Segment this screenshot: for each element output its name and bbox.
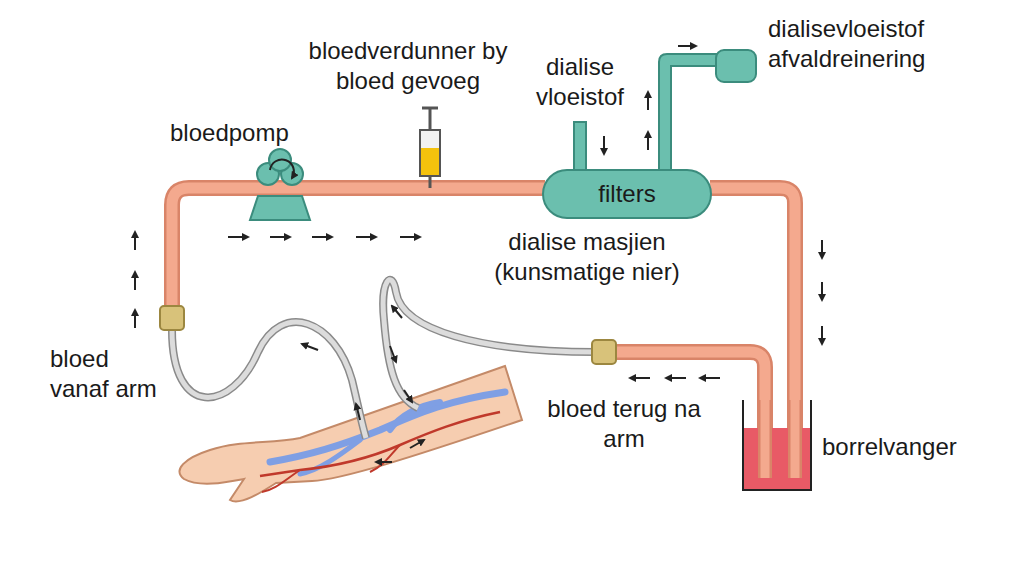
part-label: bloedpomp — [170, 118, 320, 148]
part-label: dialisevloeistof afvaldreinering — [768, 14, 1008, 74]
artery — [260, 412, 500, 476]
bubble-trap — [743, 400, 811, 490]
part-label: bloed terug na arm — [524, 394, 724, 454]
tube-connector — [160, 306, 184, 330]
part-label: dialise masjien (kunsmatige nier) — [452, 227, 722, 287]
filter-unit: filters — [542, 169, 712, 219]
tube-connector — [592, 340, 616, 364]
artery — [262, 470, 300, 492]
vein — [270, 392, 505, 462]
part-label: borrelvanger — [822, 432, 992, 462]
part-label: bloed vanaf arm — [50, 344, 164, 404]
node-text: filters — [598, 180, 655, 208]
part-label: bloedverdunner by bloed gevoeg — [293, 36, 523, 96]
grey-tube — [383, 280, 596, 408]
grey-tube — [383, 280, 596, 408]
blood-pump — [250, 149, 310, 220]
grey-tube — [172, 322, 366, 438]
part-label: dialise vloeistof — [522, 52, 638, 112]
grey-tube — [172, 322, 366, 438]
artery — [370, 445, 400, 472]
syringe — [420, 108, 440, 188]
flow-arrow — [135, 46, 822, 462]
blood-tube — [172, 188, 795, 470]
